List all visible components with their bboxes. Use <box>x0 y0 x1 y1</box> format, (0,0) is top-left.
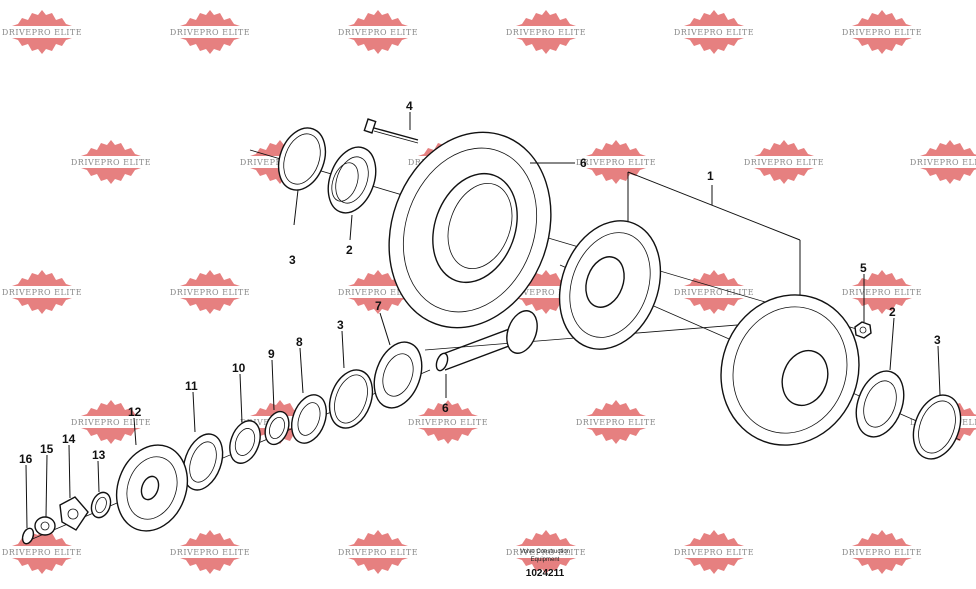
svg-text:DRIVEPRO ELITE: DRIVEPRO ELITE <box>674 288 754 297</box>
retaining-ring-top <box>277 127 327 191</box>
watermark-layer: DRIVEPRO ELITE DRIVEPRO ELITE DRIVEPRO ELI… <box>2 10 976 574</box>
svg-text:DRIVEPRO ELITE: DRIVEPRO ELITE <box>506 548 586 557</box>
svg-text:DRIVEPRO ELITE: DRIVEPRO ELITE <box>842 288 922 297</box>
svg-text:DRIVEPRO ELITE: DRIVEPRO ELITE <box>576 158 656 167</box>
seal <box>182 433 224 491</box>
callout-10: 10 <box>232 361 246 375</box>
svg-text:DRIVEPRO ELITE: DRIVEPRO ELITE <box>910 158 976 167</box>
watermark-logo: DRIVEPRO ELITE <box>674 10 754 54</box>
shim <box>264 410 290 446</box>
companion-flange <box>115 444 189 532</box>
watermark-logo: DRIVEPRO ELITE <box>408 400 488 444</box>
svg-text:DRIVEPRO ELITE: DRIVEPRO ELITE <box>744 158 824 167</box>
svg-text:DRIVEPRO ELITE: DRIVEPRO ELITE <box>71 418 151 427</box>
watermark-logo: DRIVEPRO ELITE <box>170 270 250 314</box>
washer <box>90 491 112 519</box>
footer: Volvo Construction Equipment 1024211 <box>520 549 570 579</box>
differential-housing-half <box>558 220 662 350</box>
svg-text:DRIVEPRO ELITE: DRIVEPRO ELITE <box>338 288 418 297</box>
watermark-logo: DRIVEPRO ELITE <box>744 140 824 184</box>
watermark-logo: DRIVEPRO ELITE <box>2 10 82 54</box>
svg-text:DRIVEPRO ELITE: DRIVEPRO ELITE <box>71 158 151 167</box>
watermark-logo: DRIVEPRO ELITE <box>2 270 82 314</box>
watermark-logo: DRIVEPRO ELITE <box>506 530 586 574</box>
svg-text:DRIVEPRO ELITE: DRIVEPRO ELITE <box>2 548 82 557</box>
watermark-logo: DRIVEPRO ELITE <box>674 530 754 574</box>
watermark-logo: DRIVEPRO ELITE <box>576 400 656 444</box>
svg-text:DRIVEPRO ELITE: DRIVEPRO ELITE <box>576 418 656 427</box>
callout-12: 12 <box>128 405 142 419</box>
callout-4: 4 <box>406 99 413 113</box>
watermark-logo: DRIVEPRO ELITE <box>842 530 922 574</box>
callout-2-top: 2 <box>346 243 353 257</box>
svg-text:DRIVEPRO ELITE: DRIVEPRO ELITE <box>842 548 922 557</box>
watermark-logo: DRIVEPRO ELITE <box>71 400 151 444</box>
svg-text:DRIVEPRO ELITE: DRIVEPRO ELITE <box>170 548 250 557</box>
callout-15: 15 <box>40 442 54 456</box>
callout-3-small: 3 <box>337 318 344 332</box>
watermark-logo: DRIVEPRO ELITE <box>674 270 754 314</box>
nut <box>854 321 872 339</box>
callout-11: 11 <box>185 379 198 393</box>
bearing-top <box>327 146 377 214</box>
watermark-logo: DRIVEPRO ELITE <box>2 530 82 574</box>
callout-14: 14 <box>62 432 76 446</box>
watermark-logo: DRIVEPRO ELITE <box>338 270 418 314</box>
svg-text:DRIVEPRO ELITE: DRIVEPRO ELITE <box>408 418 488 427</box>
spacer <box>291 394 327 444</box>
retaining-ring-small <box>328 369 374 429</box>
callout-7: 7 <box>375 299 382 313</box>
watermark-logo: DRIVEPRO ELITE <box>506 10 586 54</box>
svg-text:DRIVEPRO ELITE: DRIVEPRO ELITE <box>506 28 586 37</box>
differential-housing <box>720 294 860 446</box>
svg-text:DRIVEPRO ELITE: DRIVEPRO ELITE <box>170 28 250 37</box>
svg-text:DRIVEPRO ELITE: DRIVEPRO ELITE <box>338 548 418 557</box>
svg-text:DRIVEPRO ELITE: DRIVEPRO ELITE <box>2 28 82 37</box>
watermark-logo: DRIVEPRO ELITE <box>842 10 922 54</box>
callouts: 1 2 2 3 3 3 4 5 6 6 7 8 9 10 11 12 13 14… <box>19 99 941 466</box>
callout-6-bottom: 6 <box>442 401 449 415</box>
lock-plate <box>59 496 89 531</box>
callout-2-right: 2 <box>889 305 896 319</box>
caption-line1: Volvo Construction <box>520 549 570 555</box>
callout-3-top: 3 <box>289 253 296 267</box>
pinion-bearing <box>373 341 423 409</box>
flange-nut <box>34 516 56 536</box>
callout-9: 9 <box>268 347 275 361</box>
bearing-right <box>855 370 905 438</box>
callout-1: 1 <box>707 169 714 183</box>
svg-text:DRIVEPRO ELITE: DRIVEPRO ELITE <box>674 28 754 37</box>
svg-text:DRIVEPRO ELITE: DRIVEPRO ELITE <box>2 288 82 297</box>
retaining-ring-right <box>912 394 962 460</box>
svg-text:DRIVEPRO ELITE: DRIVEPRO ELITE <box>170 288 250 297</box>
watermark-logo: DRIVEPRO ELITE <box>576 140 656 184</box>
callout-leaders <box>25 112 941 529</box>
crown-gear <box>388 131 552 329</box>
bolt <box>363 118 419 144</box>
callout-6-top: 6 <box>580 156 587 170</box>
pinion-shaft <box>435 310 538 372</box>
watermark-logo: DRIVEPRO ELITE <box>71 140 151 184</box>
svg-text:DRIVEPRO ELITE: DRIVEPRO ELITE <box>338 28 418 37</box>
small-bearing <box>229 420 261 464</box>
callout-16: 16 <box>19 452 33 466</box>
callout-5: 5 <box>860 261 867 275</box>
caption-line2: Equipment <box>531 557 560 563</box>
watermark-logo: DRIVEPRO ELITE <box>910 140 976 184</box>
callout-13: 13 <box>92 448 106 462</box>
callout-8: 8 <box>296 335 303 349</box>
watermark-logo: DRIVEPRO ELITE <box>170 530 250 574</box>
o-ring <box>21 527 35 545</box>
watermark-logo: DRIVEPRO ELITE <box>338 10 418 54</box>
svg-text:DRIVEPRO ELITE: DRIVEPRO ELITE <box>506 288 586 297</box>
watermark-logo: DRIVEPRO ELITE <box>170 10 250 54</box>
watermark-logo: DRIVEPRO ELITE <box>338 530 418 574</box>
svg-text:DRIVEPRO ELITE: DRIVEPRO ELITE <box>842 28 922 37</box>
svg-text:DRIVEPRO ELITE: DRIVEPRO ELITE <box>674 548 754 557</box>
watermark-logo: DRIVEPRO ELITE <box>842 270 922 314</box>
callout-3-right: 3 <box>934 333 941 347</box>
document-number: 1024211 <box>526 568 565 579</box>
